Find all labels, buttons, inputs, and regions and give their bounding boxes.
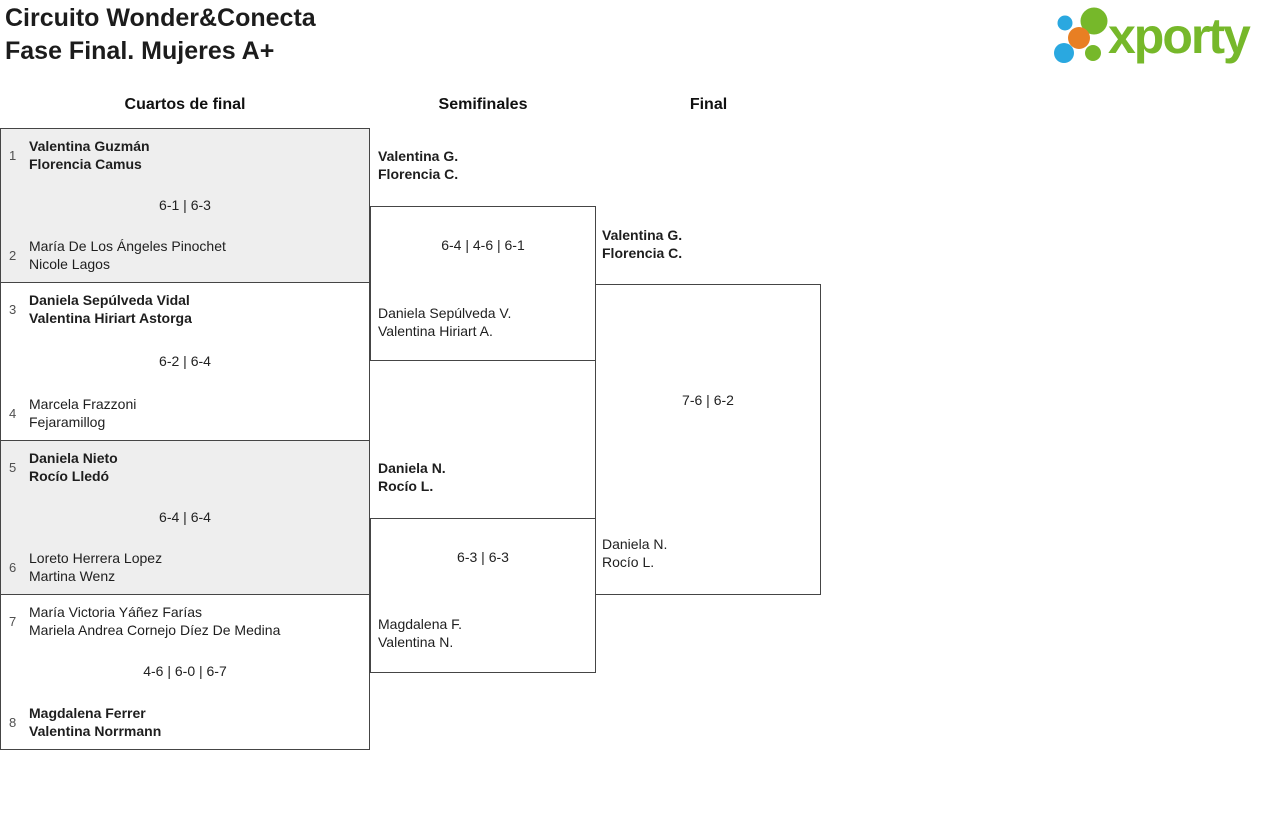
seed-number: 4	[9, 406, 17, 421]
player-name: Daniela Sepúlveda Vidal	[29, 292, 190, 308]
seed-number: 7	[9, 614, 17, 629]
player-name: Mariela Andrea Cornejo Díez De Medina	[29, 621, 281, 638]
player-name: María Victoria Yáñez Farías	[29, 604, 203, 620]
player-name: Rocío L.	[602, 554, 655, 570]
team-pair-winner: Daniela Nieto Rocío Lledó	[29, 450, 118, 485]
team-pair-winner: Valentina G. Florencia C.	[602, 226, 682, 262]
match-score: 6-2 | 6-4	[159, 352, 211, 369]
round-header-semifinals: Semifinales	[438, 96, 528, 113]
player-name: Loreto Herrera Lopez	[29, 550, 163, 566]
logo-dot-green-large	[1080, 7, 1108, 35]
logo-wordmark: xporty	[1108, 8, 1251, 64]
match-final-box	[595, 284, 821, 595]
team-pair: Magdalena F. Valentina N.	[378, 615, 462, 651]
seed-number: 6	[9, 560, 17, 575]
player-name: Valentina G.	[602, 227, 683, 243]
player-name: Daniela N.	[602, 536, 668, 552]
seed-number: 2	[9, 248, 17, 263]
tournament-name: Circuito Wonder&Conecta	[5, 4, 316, 32]
round-header-quarterfinals: Cuartos de final	[124, 96, 246, 113]
seed-number: 3	[9, 302, 17, 317]
team-pair: María De Los Ángeles Pinochet Nicole Lag…	[29, 238, 226, 273]
team-pair-winner: Magdalena Ferrer Valentina Norrmann	[29, 705, 161, 740]
team-pair: Marcela Frazzoni Fejaramillog	[29, 396, 136, 431]
team-pair: Loreto Herrera Lopez Martina Wenz	[29, 550, 162, 585]
match-quarterfinal-1: 1 Valentina Guzmán Florencia Camus 6-1 |…	[0, 128, 370, 283]
match-score: 6-4 | 4-6 | 6-1	[441, 237, 525, 253]
team-pair-winner: Valentina Guzmán Florencia Camus	[29, 138, 150, 173]
team-pair: Daniela N. Rocío L.	[602, 535, 667, 571]
xporty-logo-graphic: xporty	[1054, 7, 1253, 64]
player-name: Rocío L.	[378, 478, 434, 494]
match-semifinal-1-box	[370, 206, 596, 361]
team-pair-winner: Daniela Sepúlveda Vidal Valentina Hiriar…	[29, 292, 192, 327]
seed-number: 1	[9, 148, 17, 163]
match-semifinal-2-box	[370, 518, 596, 673]
match-quarterfinal-3: 5 Daniela Nieto Rocío Lledó 6-4 | 6-4 6 …	[0, 440, 370, 595]
player-name: Valentina Hiriart A.	[378, 323, 493, 339]
match-score: 6-1 | 6-3	[159, 196, 211, 213]
logo-dot-blue-medium	[1054, 43, 1074, 63]
seed-number: 8	[9, 715, 17, 730]
team-pair: Daniela Sepúlveda V. Valentina Hiriart A…	[378, 304, 511, 340]
logo-dot-orange	[1068, 27, 1090, 49]
logo-dot-green-small	[1085, 45, 1101, 61]
seed-number: 5	[9, 460, 17, 475]
player-name: Rocío Lledó	[29, 467, 110, 484]
player-name: Valentina Hiriart Astorga	[29, 309, 192, 326]
player-name: Florencia C.	[602, 245, 683, 261]
player-name: Fejaramillog	[29, 413, 106, 430]
match-score: 7-6 | 6-2	[682, 392, 734, 408]
player-name: Magdalena F.	[378, 616, 463, 632]
match-score: 6-3 | 6-3	[457, 549, 509, 565]
team-pair-winner: Daniela N. Rocío L.	[378, 459, 446, 495]
player-name: Valentina Guzmán	[29, 138, 150, 154]
player-name: Marcela Frazzoni	[29, 396, 137, 412]
round-header-final: Final	[689, 96, 728, 113]
player-name: Daniela N.	[378, 460, 446, 476]
logo-dot-blue-small	[1057, 15, 1073, 31]
match-score: 6-4 | 6-4	[159, 508, 211, 525]
phase-category: Fase Final. Mujeres A+	[5, 37, 275, 65]
team-pair-winner: Valentina G. Florencia C.	[378, 147, 458, 183]
player-name: Nicole Lagos	[29, 255, 110, 272]
player-name: Valentina N.	[378, 634, 454, 650]
player-name: Valentina Norrmann	[29, 722, 162, 739]
match-score: 4-6 | 6-0 | 6-7	[143, 663, 227, 679]
match-quarterfinal-2: 3 Daniela Sepúlveda Vidal Valentina Hiri…	[0, 282, 370, 441]
player-name: Daniela Sepúlveda V.	[378, 305, 512, 321]
page-title: Circuito Wonder&Conecta Fase Final. Muje…	[5, 2, 316, 68]
player-name: María De Los Ángeles Pinochet	[29, 238, 226, 254]
player-name: Florencia C.	[378, 166, 459, 182]
player-name: Florencia Camus	[29, 155, 142, 172]
match-quarterfinal-4: 7 María Victoria Yáñez Farías Mariela An…	[0, 594, 370, 750]
team-pair: María Victoria Yáñez Farías Mariela Andr…	[29, 604, 280, 639]
player-name: Valentina G.	[378, 148, 459, 164]
player-name: Magdalena Ferrer	[29, 705, 146, 721]
xporty-logo[interactable]: xporty	[1046, 2, 1280, 74]
player-name: Martina Wenz	[29, 567, 116, 584]
player-name: Daniela Nieto	[29, 450, 118, 466]
